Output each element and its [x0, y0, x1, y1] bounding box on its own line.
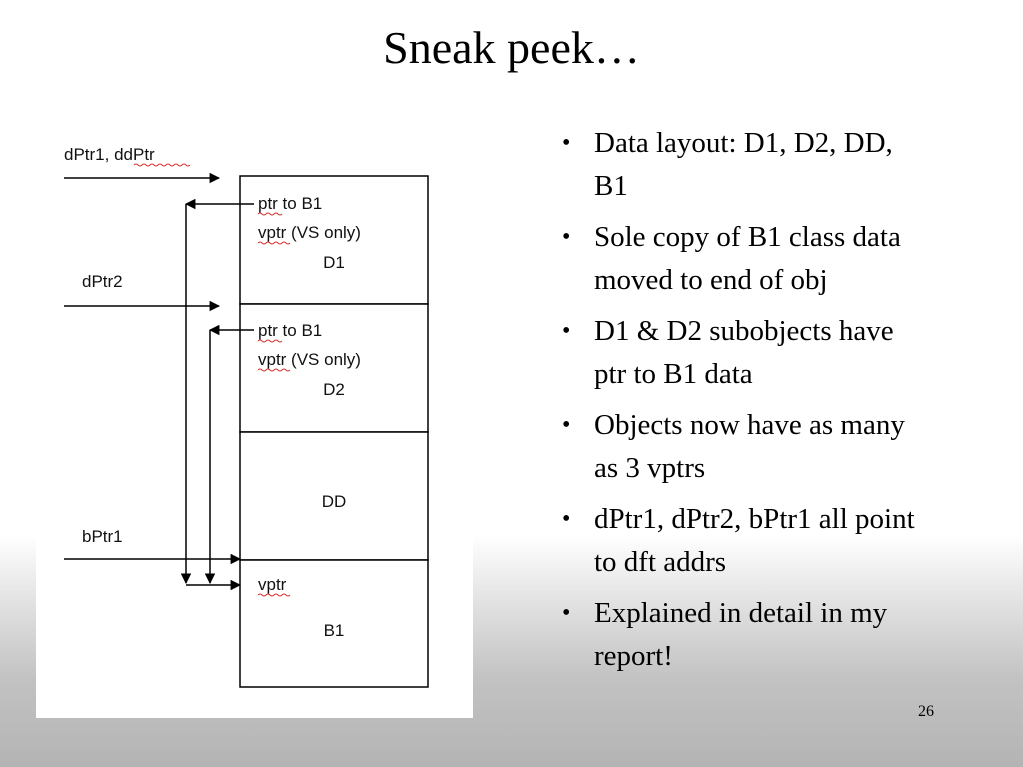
d2-block-name: D2 — [323, 380, 345, 399]
spellcheck-squiggle — [257, 368, 291, 372]
spellcheck-squiggle — [257, 339, 283, 343]
block-dd — [239, 431, 429, 561]
slide-title: Sneak peek… — [383, 22, 640, 73]
d1-block-name: D1 — [323, 253, 345, 272]
bullet-item: Sole copy of B1 class data moved to end … — [560, 216, 920, 302]
bullet-item: Objects now have as many as 3 vptrs — [560, 404, 920, 490]
spellcheck-squiggle — [257, 212, 283, 216]
b1-block-name: B1 — [324, 621, 345, 640]
page-number: 26 — [918, 703, 934, 720]
d2-field-vptr: vptr (VS only) — [258, 350, 361, 369]
bullet-item: Data layout: D1, D2, DD, B1 — [560, 122, 920, 208]
d1-field-vptr: vptr (VS only) — [258, 223, 361, 242]
dd-block-name: DD — [322, 492, 347, 511]
bullet-item: Explained in detail in my report! — [560, 592, 920, 678]
bullet-item: D1 & D2 subobjects have ptr to B1 data — [560, 310, 920, 396]
label-dptr1-ddptr: dPtr1, ddPtr — [64, 145, 155, 164]
spellcheck-squiggle — [257, 241, 291, 245]
bullet-item: dPtr1, dPtr2, bPtr1 all point to dft add… — [560, 498, 920, 584]
bullet-list: Data layout: D1, D2, DD, B1 Sole copy of… — [560, 122, 920, 686]
b1-field-vptr: vptr — [258, 575, 287, 594]
block-d1 — [239, 175, 429, 305]
block-d2 — [239, 303, 429, 433]
d2-field-ptr-to-b1: ptr to B1 — [258, 321, 322, 340]
memory-layout-diagram: dPtr1, ddPtr dPtr2 bPtr1 ptr to B1 vptr … — [36, 118, 473, 718]
spellcheck-squiggle — [257, 593, 291, 597]
d1-field-ptr-to-b1: ptr to B1 — [258, 194, 322, 213]
label-bptr1: bPtr1 — [82, 527, 123, 546]
label-dptr2: dPtr2 — [82, 272, 123, 291]
block-b1 — [239, 559, 429, 688]
spellcheck-squiggle — [133, 163, 191, 167]
